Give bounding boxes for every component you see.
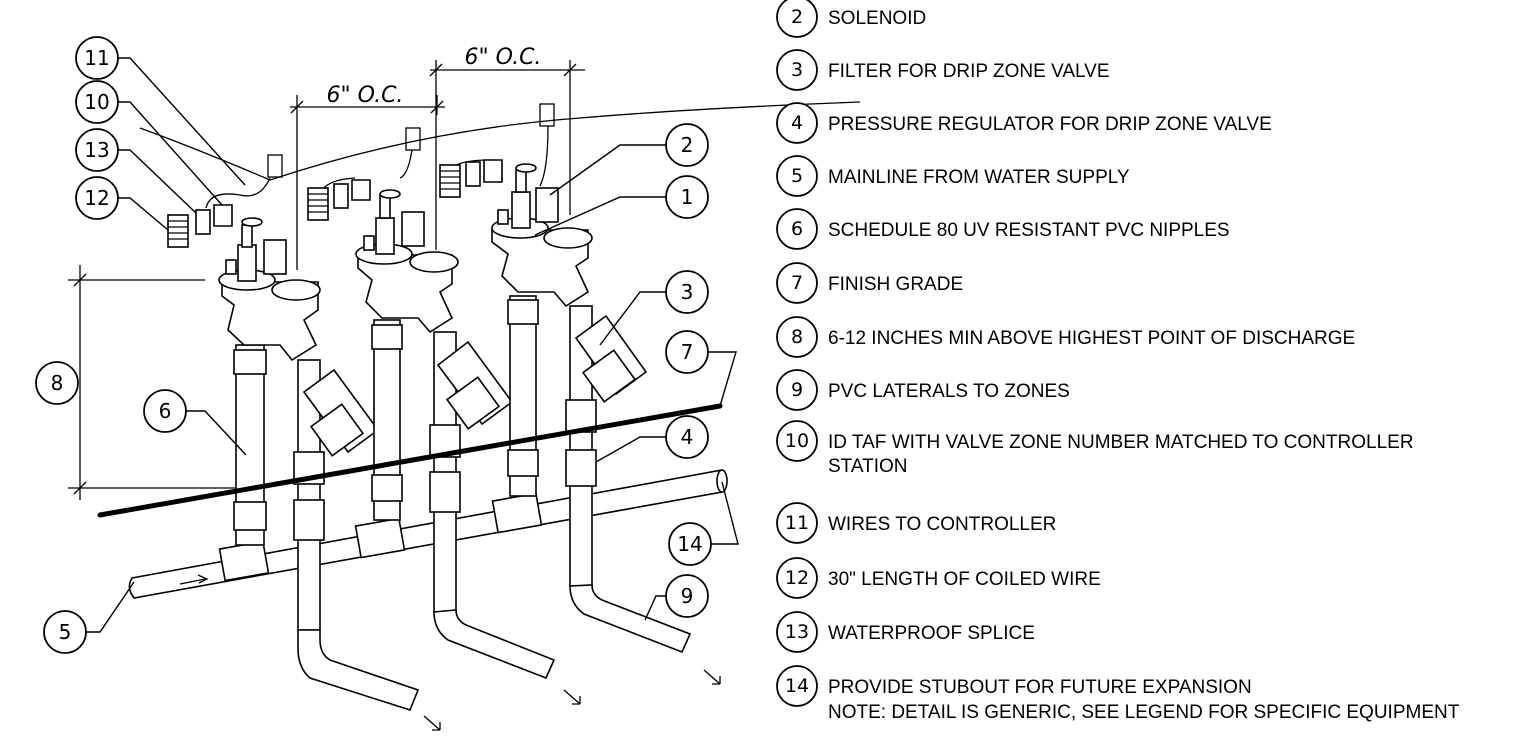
legend-label: FINISH GRADE (828, 274, 963, 295)
callout-10: 10 (75, 80, 223, 206)
legend-item-13: 13 WATERPROOF SPLICE (776, 611, 1035, 653)
svg-text:9: 9 (681, 584, 694, 608)
legend-item-4: 4 PRESSURE REGULATOR FOR DRIP ZONE VALVE (776, 102, 1272, 144)
legend-number: 7 (791, 272, 803, 294)
legend-number-circle (776, 208, 818, 250)
legend-number-circle (776, 102, 818, 144)
legend-number: 4 (791, 112, 803, 134)
callout-4: 4 (595, 415, 709, 463)
legend-number-circle (776, 155, 818, 197)
svg-text:10: 10 (84, 90, 109, 114)
callout-13: 13 (75, 128, 197, 214)
legend-number: 9 (791, 379, 803, 401)
legend-number-circle (776, 316, 818, 358)
dimension-6-oc-upper: 6" O.C. (429, 45, 585, 250)
svg-text:7: 7 (681, 340, 694, 364)
legend-label: PRESSURE REGULATOR FOR DRIP ZONE VALVE (828, 114, 1272, 135)
callout-1: 1 (534, 175, 709, 236)
callout-6: 6 (143, 389, 247, 456)
svg-text:11: 11 (84, 46, 109, 70)
svg-text:8: 8 (51, 371, 64, 395)
legend-number-circle (776, 557, 818, 599)
legend-item-10: 10 ID TAF WITH VALVE ZONE NUMBER MATCHED … (776, 420, 1414, 477)
legend-number-circle (776, 262, 818, 304)
legend-number: 5 (791, 165, 803, 187)
flow-arrows (423, 669, 721, 731)
svg-text:12: 12 (84, 186, 109, 210)
callout-8: 8 (35, 361, 79, 405)
legend-label: WATERPROOF SPLICE (828, 623, 1035, 644)
legend-label: SOLENOID (828, 8, 926, 29)
legend: 2 SOLENOID 3 FILTER FOR DRIP ZONE VALVE 4 PRE… (776, 0, 1414, 707)
callout-14: 14 (668, 481, 739, 566)
svg-text:13: 13 (84, 138, 109, 162)
svg-text:3: 3 (681, 280, 694, 304)
legend-label: PVC LATERALS TO ZONES (828, 381, 1070, 402)
legend-number-circle (776, 49, 818, 91)
legend-number-circle (776, 665, 818, 707)
svg-text:14: 14 (677, 532, 702, 556)
legend-number-circle (776, 420, 818, 462)
callout-12: 12 (75, 176, 169, 231)
legend-number: 11 (785, 512, 809, 534)
legend-item-5: 5 MAINLINE FROM WATER SUPPLY (776, 155, 1130, 197)
note-text: NOTE: DETAIL IS GENERIC, SEE LEGEND FOR … (828, 702, 1460, 723)
legend-item-12: 12 30" LENGTH OF COILED WIRE (776, 557, 1101, 599)
legend-label: WIRES TO CONTROLLER (828, 514, 1056, 535)
dimension-label-lower: 6" O.C. (327, 83, 404, 108)
legend-item-6: 6 SCHEDULE 80 UV RESISTANT PVC NIPPLES (776, 208, 1230, 250)
legend-label: 30" LENGTH OF COILED WIRE (828, 569, 1101, 590)
callout-2: 2 (549, 123, 709, 196)
legend-number-circle (776, 611, 818, 653)
legend-number-circle (776, 0, 818, 38)
legend-number: 13 (785, 621, 809, 643)
legend-label: PROVIDE STUBOUT FOR FUTURE EXPANSION (828, 677, 1252, 698)
legend-item-9: 9 PVC LATERALS TO ZONES (776, 369, 1070, 411)
valve-assembly-2 (307, 127, 556, 680)
dimension-height (68, 265, 235, 500)
svg-text:1: 1 (681, 185, 694, 209)
finish-grade-line (97, 403, 723, 518)
dimension-6-oc-lower: 6" O.C. (290, 83, 445, 270)
valve-assembly-3 (439, 103, 692, 654)
legend-label: STATION (828, 456, 908, 477)
legend-label: ID TAF WITH VALVE ZONE NUMBER MATCHED TO… (828, 432, 1414, 453)
callout-3: 3 (599, 270, 709, 346)
callout-5: 5 (43, 581, 135, 654)
legend-item-11: 11 WIRES TO CONTROLLER (776, 502, 1056, 544)
legend-number: 6 (791, 218, 803, 240)
legend-number: 2 (791, 6, 803, 28)
legend-item-14: 14 PROVIDE STUBOUT FOR FUTURE EXPANSION (776, 665, 1252, 707)
legend-item-7: 7 FINISH GRADE (776, 262, 963, 304)
legend-number: 8 (791, 326, 803, 348)
legend-number: 10 (785, 430, 809, 452)
callout-9: 9 (644, 574, 709, 621)
dimension-label-upper: 6" O.C. (465, 45, 542, 70)
legend-item-8: 8 6-12 INCHES MIN ABOVE HIGHEST POINT OF … (776, 316, 1355, 358)
legend-number-circle (776, 369, 818, 411)
legend-label: SCHEDULE 80 UV RESISTANT PVC NIPPLES (828, 220, 1230, 241)
legend-label: MAINLINE FROM WATER SUPPLY (828, 167, 1130, 188)
callout-7: 7 (665, 330, 737, 407)
legend-number: 3 (791, 59, 803, 81)
legend-number: 14 (785, 675, 809, 697)
svg-text:5: 5 (59, 620, 72, 644)
coiled-wire-icon (167, 214, 189, 248)
svg-text:6: 6 (159, 399, 172, 423)
mainline-pipe (128, 469, 728, 599)
legend-label: FILTER FOR DRIP ZONE VALVE (828, 61, 1110, 82)
callout-11: 11 (75, 36, 246, 186)
legend-label: 6-12 INCHES MIN ABOVE HIGHEST POINT OF D… (828, 328, 1355, 349)
svg-text:4: 4 (681, 425, 694, 449)
legend-item-2: 2 SOLENOID (776, 0, 926, 38)
legend-item-3: 3 FILTER FOR DRIP ZONE VALVE (776, 49, 1110, 91)
legend-number-circle (776, 502, 818, 544)
legend-number: 12 (785, 567, 809, 589)
svg-text:2: 2 (681, 133, 694, 157)
